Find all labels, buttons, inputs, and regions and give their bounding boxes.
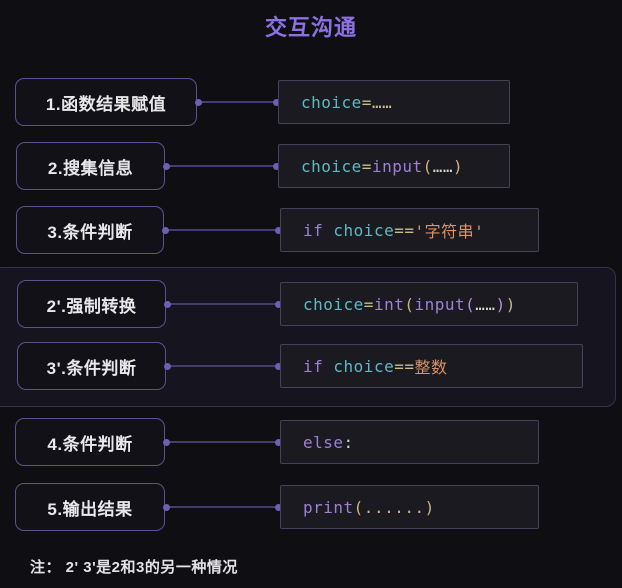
code-token: ) <box>495 294 506 314</box>
connector-dot-left <box>163 438 170 446</box>
step-box: 5.输出结果 <box>15 483 165 531</box>
connector-dot-right <box>275 503 282 511</box>
connector-line <box>164 362 282 370</box>
code-token: input <box>414 294 466 314</box>
step-label: 2'.强制转换 <box>46 296 137 316</box>
step-label: 5.输出结果 <box>47 499 133 519</box>
code-token: = <box>363 294 374 314</box>
code-box: else: <box>280 420 539 464</box>
step-box: 2.搜集信息 <box>16 142 165 190</box>
flow-row: 4.条件判断 else: <box>0 418 622 466</box>
code-token: print <box>303 497 354 517</box>
connector-dot-left <box>162 226 169 234</box>
flow-row: 3.条件判断 if choice=='字符串' <box>0 206 622 254</box>
code-token: if <box>303 220 334 240</box>
code-token: input <box>371 156 423 176</box>
code-token: …… <box>432 156 454 176</box>
flow-row: 2'.强制转换 choice=int(input(……)) <box>0 280 622 328</box>
code-box: choice=…… <box>278 80 510 124</box>
code-token: …… <box>475 294 496 314</box>
connector-dot-right <box>273 98 280 106</box>
connector-line <box>162 226 282 234</box>
connector-dot-right <box>275 226 282 234</box>
step-box: 4.条件判断 <box>15 418 165 466</box>
code-token: = <box>361 92 372 112</box>
code-token: choice <box>301 92 362 112</box>
code-token: …… <box>371 92 393 112</box>
connector-line <box>163 503 282 511</box>
step-label: 3.条件判断 <box>47 222 133 242</box>
code-token: choice <box>333 356 395 376</box>
code-token: choice <box>301 156 362 176</box>
connector-dot-right <box>273 162 280 170</box>
code-token: choice <box>333 220 395 240</box>
code-token: if <box>303 356 334 376</box>
flow-row: 2.搜集信息 choice=input(……) <box>0 142 622 190</box>
connector-dot-left <box>163 162 170 170</box>
flow-row: 3'.条件判断 if choice==整数 <box>0 342 622 390</box>
code-token: ( <box>465 294 476 314</box>
code-box: print(......) <box>280 485 539 529</box>
connector-line <box>163 162 280 170</box>
connector-dot-right <box>275 438 282 446</box>
step-label: 3'.条件判断 <box>46 358 137 378</box>
connector-dot-left <box>164 300 171 308</box>
connector-dot-left <box>163 503 170 511</box>
code-token: int <box>373 294 405 314</box>
code-token: (......) <box>353 497 435 517</box>
diagram-title: 交互沟通 <box>264 15 357 40</box>
code-token: '字符串' <box>414 222 485 241</box>
connector-dot-right <box>275 300 282 308</box>
step-box: 3'.条件判断 <box>17 342 166 390</box>
code-box: if choice==整数 <box>280 344 583 388</box>
connector-line <box>164 300 282 308</box>
code-token: == <box>394 220 415 240</box>
connector-line <box>163 438 282 446</box>
step-box: 3.条件判断 <box>16 206 164 254</box>
code-token: == <box>394 356 415 376</box>
code-box: choice=int(input(……)) <box>280 282 578 326</box>
connector-dot-right <box>275 362 282 370</box>
step-box: 2'.强制转换 <box>17 280 166 328</box>
code-token: else <box>303 432 344 452</box>
code-box: choice=input(……) <box>278 144 510 188</box>
step-label: 4.条件判断 <box>47 434 133 454</box>
code-box: if choice=='字符串' <box>280 208 539 252</box>
connector-dot-left <box>164 362 171 370</box>
flow-row: 5.输出结果 print(......) <box>0 483 622 531</box>
footnote: 注： 2' 3'是2和3的另一种情况 <box>30 559 238 576</box>
code-token: ) <box>453 156 464 176</box>
code-token: 整数 <box>414 358 448 377</box>
code-token: choice <box>303 294 364 314</box>
step-label: 1.函数结果赋值 <box>45 94 167 114</box>
code-token: ( <box>422 156 433 176</box>
step-box: 1.函数结果赋值 <box>15 78 197 126</box>
connector-dot-left <box>195 98 202 106</box>
code-token: ) <box>505 294 516 314</box>
step-label: 2.搜集信息 <box>47 158 134 178</box>
connector-line <box>195 98 280 106</box>
flow-row: 1.函数结果赋值 choice=…… <box>0 78 622 126</box>
code-token: : <box>343 432 354 452</box>
code-token: ( <box>404 294 415 314</box>
code-token: = <box>361 156 372 176</box>
